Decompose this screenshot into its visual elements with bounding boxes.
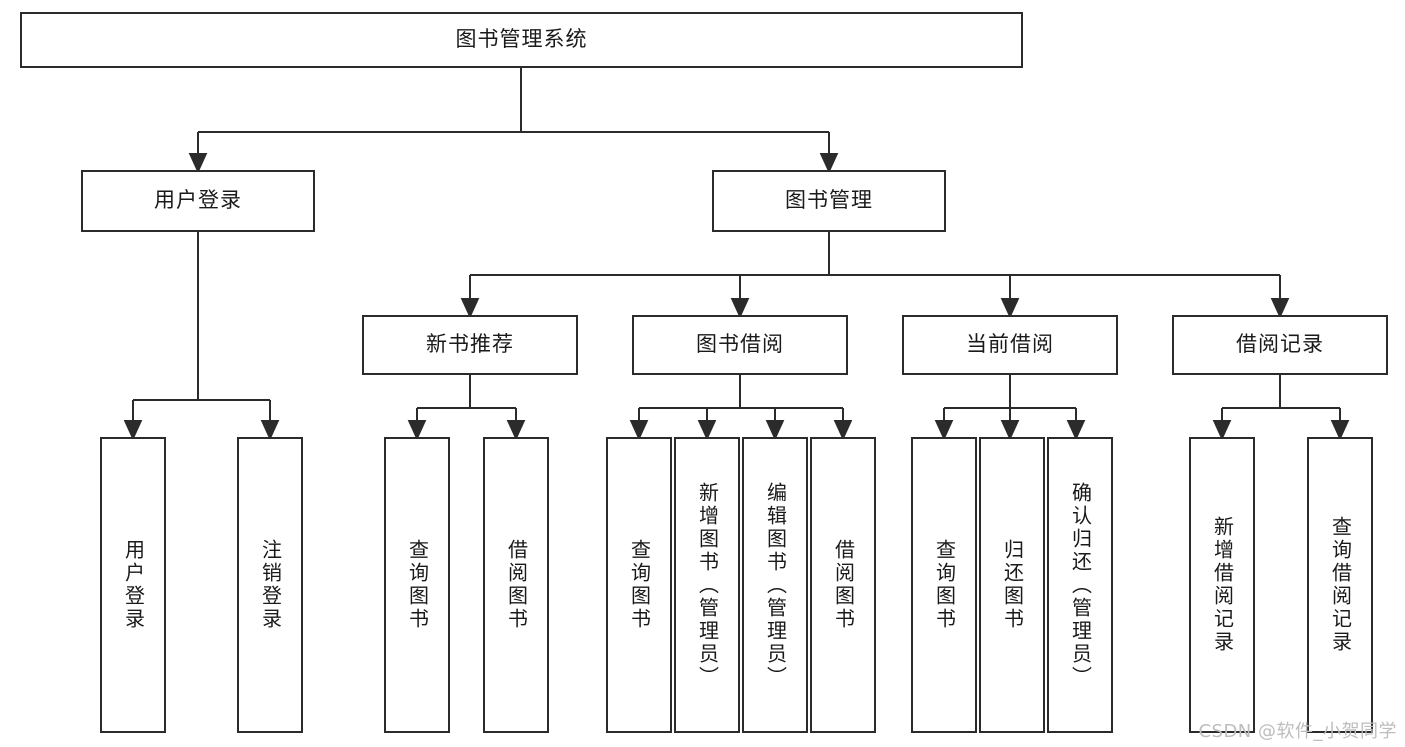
- node-label: 图书管理: [785, 188, 873, 213]
- leaf-record-query[interactable]: 查询借阅记录: [1307, 437, 1373, 733]
- node-label: 图书管理系统: [455, 27, 588, 52]
- node-label: 查询图书: [627, 539, 652, 631]
- node-label: 确认归还（管理员）: [1068, 481, 1093, 689]
- node-label: 图书借阅: [696, 332, 784, 357]
- leaf-current-query-book[interactable]: 查询图书: [911, 437, 977, 733]
- leaf-borrow-edit-book-admin[interactable]: 编辑图书（管理员）: [742, 437, 808, 733]
- node-book-borrow[interactable]: 图书借阅: [632, 315, 848, 375]
- leaf-current-return-book[interactable]: 归还图书: [979, 437, 1045, 733]
- node-label: 新增借阅记录: [1210, 516, 1235, 654]
- leaf-user-login-signin[interactable]: 用户登录: [100, 437, 166, 733]
- node-label: 查询图书: [405, 539, 430, 631]
- node-borrow-record[interactable]: 借阅记录: [1172, 315, 1388, 375]
- node-label: 归还图书: [1000, 539, 1025, 631]
- leaf-new-book-borrow[interactable]: 借阅图书: [483, 437, 549, 733]
- node-book-management[interactable]: 图书管理: [712, 170, 946, 232]
- node-label: 用户登录: [154, 188, 242, 213]
- csdn-watermark: CSDN @软件_小贺同学: [1198, 721, 1397, 742]
- leaf-new-book-query[interactable]: 查询图书: [384, 437, 450, 733]
- node-label: 查询图书: [932, 539, 957, 631]
- leaf-record-add[interactable]: 新增借阅记录: [1189, 437, 1255, 733]
- node-root-system[interactable]: 图书管理系统: [20, 12, 1023, 68]
- node-current-borrow[interactable]: 当前借阅: [902, 315, 1118, 375]
- node-label: 新增图书（管理员）: [695, 481, 720, 689]
- leaf-borrow-query-book[interactable]: 查询图书: [606, 437, 672, 733]
- leaf-user-login-signout[interactable]: 注销登录: [237, 437, 303, 733]
- node-label: 借阅记录: [1236, 332, 1324, 357]
- node-user-login[interactable]: 用户登录: [81, 170, 315, 232]
- leaf-current-confirm-return-admin[interactable]: 确认归还（管理员）: [1047, 437, 1113, 733]
- leaf-borrow-add-book-admin[interactable]: 新增图书（管理员）: [674, 437, 740, 733]
- node-label: 新书推荐: [426, 332, 514, 357]
- leaf-borrow-borrow-book[interactable]: 借阅图书: [810, 437, 876, 733]
- node-label: 查询借阅记录: [1328, 516, 1353, 654]
- node-label: 注销登录: [258, 539, 283, 631]
- node-label: 借阅图书: [831, 539, 856, 631]
- node-label: 用户登录: [121, 539, 146, 631]
- node-label: 编辑图书（管理员）: [763, 481, 788, 689]
- node-label: 借阅图书: [504, 539, 529, 631]
- node-label: 当前借阅: [966, 332, 1054, 357]
- node-new-book-recommend[interactable]: 新书推荐: [362, 315, 578, 375]
